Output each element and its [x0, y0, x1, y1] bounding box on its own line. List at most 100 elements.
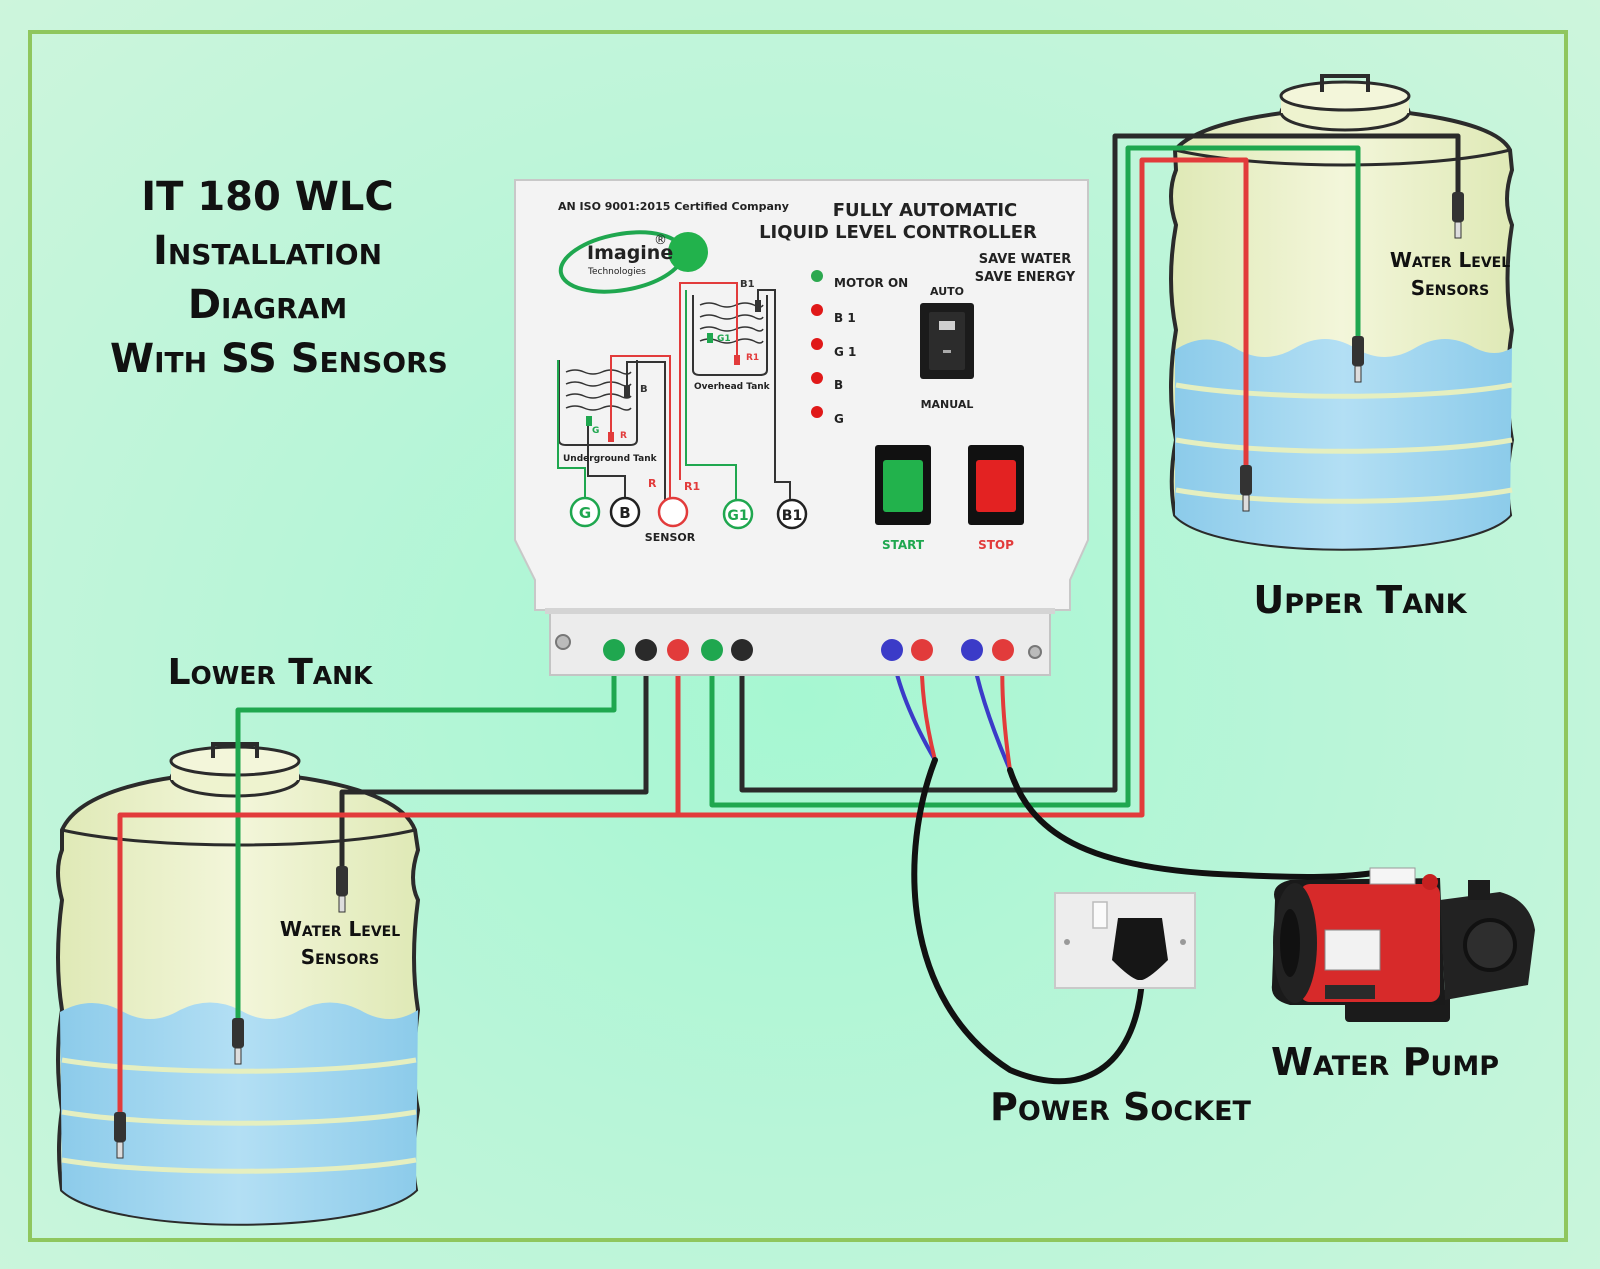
mini-label-r: R	[620, 431, 627, 441]
lower-sensors-label: Water Level Sensors	[260, 915, 420, 971]
terminal-b1-label: B1	[782, 508, 802, 524]
water-pump-label: Water Pump	[1270, 1040, 1500, 1084]
power-wiring	[890, 650, 1383, 1085]
underground-tank-label: Underground Tank	[563, 454, 658, 464]
sensor-text: SENSOR	[645, 531, 696, 544]
start-label: START	[882, 538, 925, 552]
lower-tank-probes	[114, 866, 348, 1159]
lower-tank	[56, 742, 421, 1226]
green-probe-upper-tip	[1354, 365, 1362, 383]
black-probe-upper	[1452, 192, 1464, 222]
socket-screw-left	[1064, 939, 1070, 945]
title-line-4: With SS Sensors	[110, 336, 448, 382]
diagram-frame	[28, 30, 1568, 1242]
start-button[interactable]	[875, 445, 931, 525]
upper-tank-probes	[1240, 192, 1464, 512]
upper-tank-label: Upper Tank	[1253, 578, 1467, 622]
title-line-3: Diagram	[187, 282, 348, 328]
title-line-2: Installation	[152, 228, 382, 274]
black-probe-lower	[336, 866, 348, 896]
sensor-terminals: G B G1 B1 SENSOR	[569, 496, 808, 544]
mini-label-b1: B1	[740, 279, 755, 290]
pump-priming-cap	[1422, 874, 1438, 890]
slogan-line1: SAVE WATER	[979, 252, 1072, 267]
mounting-screw-right	[1028, 645, 1042, 659]
terminal-g	[569, 496, 601, 528]
mini-label-b: B	[640, 384, 648, 395]
indicator-motor-on: MOTOR ON	[834, 276, 908, 290]
g-led	[811, 406, 823, 418]
red-probe-lower	[114, 1112, 126, 1142]
b1-led	[811, 304, 823, 316]
power-plug	[1112, 918, 1168, 980]
power-socket-label: Power Socket	[990, 1085, 1251, 1129]
switch-manual-label: MANUAL	[921, 398, 974, 411]
sensor-wiring	[117, 133, 1461, 1115]
panel-schematic	[557, 282, 791, 505]
terminal-g-label: G	[579, 504, 591, 522]
connector-red	[667, 639, 689, 661]
lower-sensors-line1: Water Level	[279, 917, 401, 941]
pump-outlet	[1468, 880, 1490, 900]
controller-unit: AN ISO 9001:2015 Certified Company Imagi…	[514, 179, 1089, 676]
indicator-g1: G 1	[834, 345, 856, 359]
connector-blue-1	[881, 639, 903, 661]
switch-auto-label: AUTO	[930, 285, 964, 298]
lower-sensors-line2: Sensors	[300, 945, 380, 969]
g1-led	[811, 338, 823, 350]
black-probe-upper-tip	[1454, 221, 1462, 239]
indicator-b1: B 1	[834, 311, 856, 325]
red-probe-upper-tip	[1242, 494, 1250, 512]
terminal-g1-label: G1	[727, 508, 748, 524]
socket-screw-right	[1180, 939, 1186, 945]
pump-motor-fan	[1280, 909, 1300, 977]
connector-black-1	[635, 639, 657, 661]
brand-mark: ®	[654, 233, 667, 248]
socket-switch	[1092, 901, 1108, 929]
green-probe-lower-tip	[234, 1047, 242, 1065]
terminal-b-label: B	[619, 504, 630, 522]
motor-on-led	[811, 270, 823, 282]
pump-terminal-box	[1369, 867, 1416, 885]
upper-sensors-line2: Sensors	[1410, 276, 1490, 300]
indicator-b: B	[834, 378, 843, 392]
slogan-line2: SAVE ENERGY	[975, 270, 1076, 285]
terminal-g1	[722, 498, 754, 530]
black-probe-lower-tip	[338, 895, 346, 913]
diagram-title: IT 180 WLC Installation Diagram With SS …	[110, 170, 448, 386]
red-probe-lower-tip	[116, 1141, 124, 1159]
pump-rating-plate	[1324, 929, 1381, 971]
upper-sensors-label: Water Level Sensors	[1370, 246, 1530, 302]
brand-name: Imagine	[587, 242, 673, 264]
power-socket	[1054, 892, 1196, 989]
heading-line2: LIQUID LEVEL CONTROLLER	[759, 222, 1037, 243]
stop-button[interactable]	[968, 445, 1024, 525]
water-pump	[1271, 867, 1535, 1022]
brand-sub: Technologies	[587, 267, 646, 277]
stop-label: STOP	[978, 538, 1014, 552]
upper-sensors-line1: Water Level	[1389, 248, 1511, 272]
indicator-g: G	[834, 412, 844, 426]
lower-tank-label: Lower Tank	[167, 652, 373, 693]
mini-label-r-bottom: R	[648, 477, 657, 490]
connector-red-2	[911, 639, 933, 661]
terminal-block	[555, 634, 1042, 661]
connector-blue-2	[961, 639, 983, 661]
terminal-r	[657, 496, 689, 528]
green-probe-upper	[1352, 336, 1364, 366]
b-led	[811, 372, 823, 384]
brand-logo: Imagine Technologies ®	[558, 230, 708, 294]
heading-line1: FULLY AUTOMATIC	[833, 200, 1018, 221]
auto-manual-switch[interactable]	[920, 303, 974, 379]
certification-text: AN ISO 9001:2015 Certified Company	[558, 200, 789, 213]
pump-badge	[1325, 985, 1375, 999]
red-probe-upper	[1240, 465, 1252, 495]
mini-label-g: G	[592, 426, 599, 436]
upper-tank	[1169, 74, 1515, 551]
mini-label-g1: G1	[717, 334, 731, 344]
indicator-leds: MOTOR ON B 1 G 1 B G	[811, 270, 908, 426]
terminal-b1	[776, 498, 808, 530]
mini-label-r1-bottom: R1	[684, 480, 700, 493]
connector-black-2	[731, 639, 753, 661]
